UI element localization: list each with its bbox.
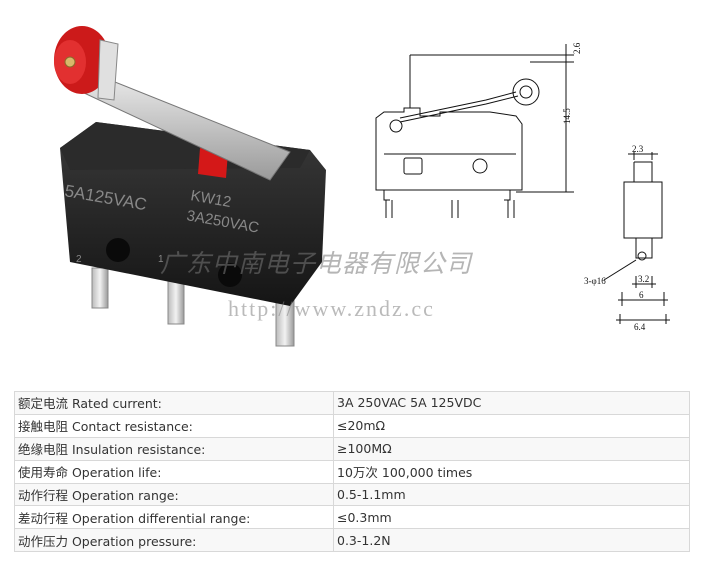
spec-table: 额定电流 Rated current: 3A 250VAC 5A 125VDC … — [14, 391, 690, 553]
dim-mid: 6 — [639, 290, 644, 300]
spec-label: 额定电流 Rated current: — [14, 391, 334, 415]
dim-height: 14.5 — [562, 108, 572, 124]
terminal-label-2: 2 — [76, 254, 82, 265]
dim-pitch: 3.2 — [638, 274, 649, 284]
spec-label: 动作压力 Operation pressure: — [14, 528, 334, 553]
spec-value: ≤20mΩ — [333, 413, 690, 438]
spec-value: 3A 250VAC 5A 125VDC — [333, 391, 690, 415]
body-model-text: KW12 — [189, 187, 232, 211]
dim-overall: 6.4 — [634, 322, 646, 332]
dim-width-top: 2.3 — [632, 144, 644, 154]
dim-hole: 3-φ16 — [584, 276, 606, 286]
watermark-url: http://www.zndz.cc — [228, 296, 435, 321]
spec-label: 使用寿命 Operation life: — [14, 459, 334, 484]
table-row: 差动行程 Operation differential range: ≤0.3m… — [14, 505, 690, 530]
spec-value: ≤0.3mm — [333, 505, 690, 530]
table-row: 额定电流 Rated current: 3A 250VAC 5A 125VDC — [14, 391, 690, 415]
dim-top: 2.6 — [572, 42, 582, 54]
table-row: 使用寿命 Operation life: 10万次 100,000 times — [14, 459, 690, 484]
switch-photo: 5A125VAC KW12 3A250VAC 2 1 — [54, 26, 326, 347]
table-row: 动作压力 Operation pressure: 0.3-1.2N — [14, 528, 690, 553]
dimension-drawing: 2.6 14.5 2.3 3-φ16 3.2 6 6.4 — [375, 42, 670, 332]
spec-label: 绝缘电阻 Insulation resistance: — [14, 436, 334, 461]
spec-label: 接触电阻 Contact resistance: — [14, 413, 334, 438]
spec-value: ≥100MΩ — [333, 436, 690, 461]
spec-value: 0.3-1.2N — [333, 528, 690, 553]
spec-value: 0.5-1.1mm — [333, 482, 690, 507]
terminal-label-1: 1 — [158, 254, 164, 265]
table-row: 接触电阻 Contact resistance: ≤20mΩ — [14, 413, 690, 438]
spec-label: 差动行程 Operation differential range: — [14, 505, 334, 530]
spec-label: 动作行程 Operation range: — [14, 482, 334, 507]
table-row: 绝缘电阻 Insulation resistance: ≥100MΩ — [14, 436, 690, 461]
watermark-company: 广东中南电子电器有限公司 — [160, 249, 473, 278]
spec-value: 10万次 100,000 times — [333, 459, 690, 484]
table-row: 动作行程 Operation range: 0.5-1.1mm — [14, 482, 690, 507]
